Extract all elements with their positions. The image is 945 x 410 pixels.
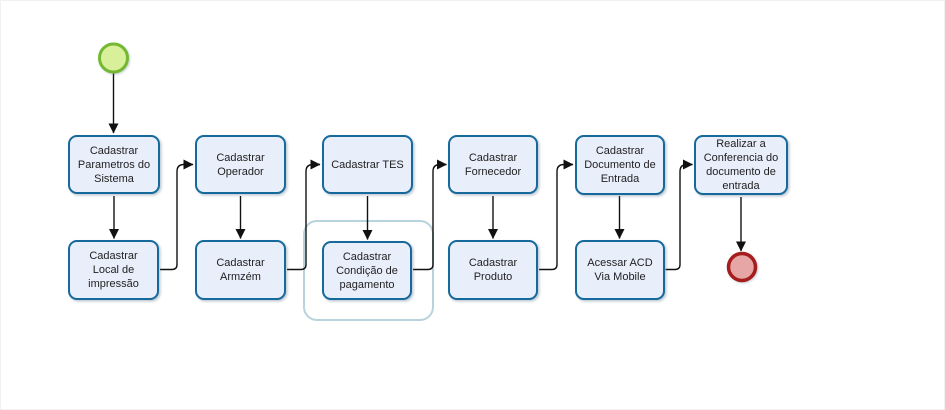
task-label: Cadastrar Fornecedor	[464, 151, 522, 178]
start-event[interactable]	[98, 42, 129, 74]
task-label: Cadastrar Condição de pagamento	[336, 250, 398, 291]
task-cadastrar-fornecedor[interactable]: Cadastrar Fornecedor	[448, 135, 538, 194]
task-cadastrar-tes[interactable]: Cadastrar TES	[322, 135, 413, 194]
task-acessar-acd-mobile[interactable]: Acessar ACD Via Mobile	[575, 240, 665, 300]
group-condicao-pagamento[interactable]	[303, 220, 434, 321]
connector-armzem-to-tes	[287, 159, 321, 271]
task-cadastrar-documento-entrada[interactable]: Cadastrar Documento de Entrada	[575, 135, 665, 195]
task-label: Cadastrar Documento de Entrada	[584, 145, 656, 185]
task-cadastrar-armzem[interactable]: Cadastrar Armzém	[195, 240, 286, 300]
task-label: Realizar a Conferencia do documento de e…	[703, 138, 779, 192]
task-label: Cadastrar Armzém	[216, 257, 265, 283]
task-cadastrar-produto[interactable]: Cadastrar Produto	[448, 240, 538, 300]
task-label: Cadastrar Operador	[216, 151, 265, 178]
connector-condicao-to-fornecedor	[413, 159, 447, 271]
connector-local-impressao-to-operador	[160, 159, 194, 271]
task-label: Cadastrar Local de impressão	[88, 250, 139, 290]
task-label: Cadastrar Parametros do Sistema	[77, 144, 151, 185]
task-realizar-conferencia[interactable]: Realizar a Conferencia do documento de e…	[694, 135, 788, 195]
connector-acd-to-conferencia	[665, 159, 693, 271]
task-cadastrar-condicao-pagamento[interactable]: Cadastrar Condição de pagamento	[322, 241, 412, 300]
task-cadastrar-parametros-sistema[interactable]: Cadastrar Parametros do Sistema	[68, 135, 160, 194]
task-label: Cadastrar Produto	[468, 257, 518, 283]
connector-produto-to-documento	[539, 159, 574, 271]
task-label: Acessar ACD Via Mobile	[587, 257, 653, 283]
end-event[interactable]	[726, 251, 758, 283]
task-cadastrar-local-impressao[interactable]: Cadastrar Local de impressão	[68, 240, 159, 300]
task-cadastrar-operador[interactable]: Cadastrar Operador	[195, 135, 286, 194]
task-label: Cadastrar TES	[331, 158, 404, 171]
